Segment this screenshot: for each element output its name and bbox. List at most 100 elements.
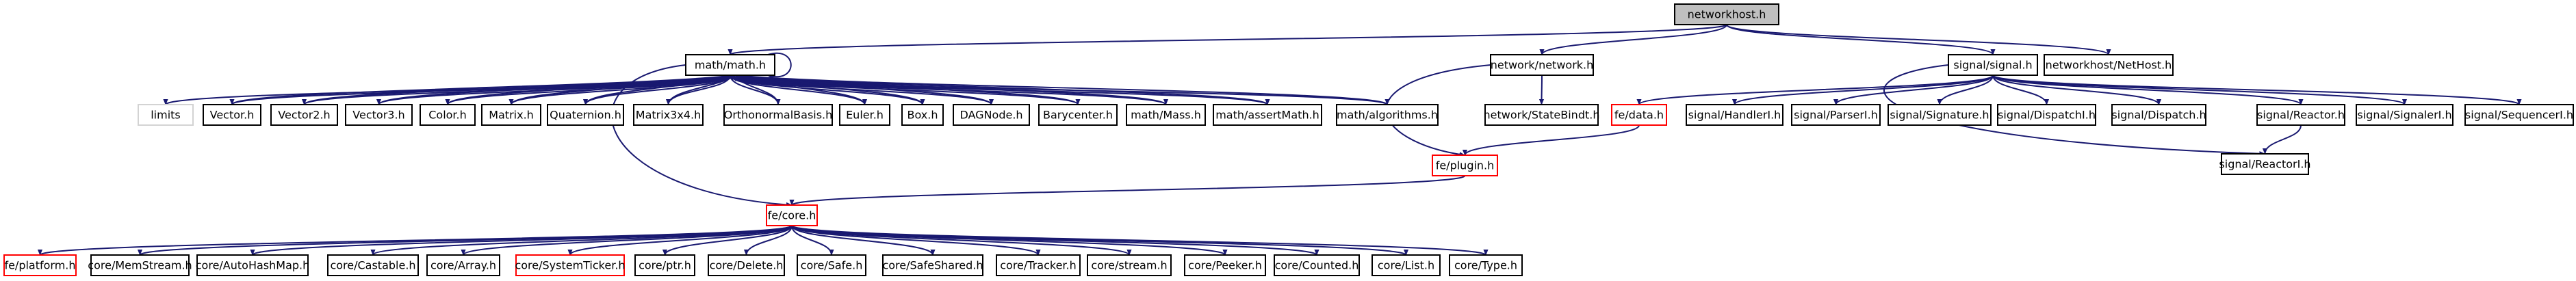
- node-box-list: [1371, 254, 1441, 276]
- edge-signal-to-signalerl: [1992, 75, 2407, 105]
- node-dispatchl[interactable]: signal/DispatchI.h: [1997, 104, 2096, 126]
- node-label-handlerl: signal/HandlerI.h: [1688, 109, 1781, 122]
- edge-signal-to-dispatchl: [1992, 75, 2050, 105]
- edge-fedata-to-feplugin: [1462, 124, 1640, 156]
- node-label-delete: core/Delete.h: [710, 259, 784, 272]
- node-signal[interactable]: signal/signal.h: [1948, 54, 2038, 76]
- edge-color-to-math: [447, 74, 736, 105]
- node-safe[interactable]: core/Safe.h: [797, 254, 866, 276]
- node-signature[interactable]: signal/Signature.h: [1888, 104, 1992, 126]
- node-box[interactable]: Box.h: [901, 104, 944, 126]
- node-euler[interactable]: Euler.h: [839, 104, 890, 126]
- edge-fecore-to-castable: [370, 225, 793, 256]
- edge-signal-to-signature: [1937, 75, 1994, 105]
- node-label-peeker: core/Peeker.h: [1188, 259, 1262, 272]
- edge-layer: [38, 24, 2522, 256]
- edge-matrix3x4-to-math: [667, 75, 736, 105]
- node-fecore[interactable]: fe/core.h: [766, 204, 818, 226]
- edge-fecore-to-safe: [791, 225, 834, 256]
- node-limits[interactable]: limits: [138, 104, 194, 126]
- node-systemticker[interactable]: core/SystemTicker.h: [515, 254, 626, 276]
- node-tracker[interactable]: core/Tracker.h: [996, 254, 1081, 276]
- node-type[interactable]: core/Type.h: [1449, 254, 1523, 276]
- node-matrix[interactable]: Matrix.h: [481, 104, 541, 126]
- node-mathmass[interactable]: math/Mass.h: [1126, 104, 1206, 126]
- node-feplatform[interactable]: fe/platform.h: [3, 254, 77, 276]
- node-array[interactable]: core/Array.h: [426, 254, 500, 276]
- node-handlerl[interactable]: signal/HandlerI.h: [1686, 104, 1783, 126]
- edge-math-to-fecore: [610, 64, 793, 208]
- node-box-memstream: [90, 254, 190, 276]
- edge-feplugin-to-fecore: [789, 175, 1466, 206]
- node-network[interactable]: network/network.h: [1490, 54, 1594, 76]
- edge-barycenter-to-math: [735, 73, 1079, 105]
- node-box-signature: [1888, 104, 1992, 126]
- node-box-matrix: [481, 104, 541, 126]
- edge-fecore-to-safeshared: [791, 225, 936, 256]
- node-box-feplatform: [3, 254, 77, 276]
- node-quaternion[interactable]: Quaternion.h: [547, 104, 624, 126]
- node-ptr[interactable]: core/ptr.h: [634, 254, 695, 276]
- node-box-safeshared: [882, 254, 983, 276]
- node-barycenter[interactable]: Barycenter.h: [1038, 104, 1118, 126]
- edge-dagnode-to-math: [735, 74, 992, 105]
- node-label-orthonormal: OrthonormalBasis.h: [724, 109, 833, 122]
- node-box-matrix3x4: [633, 104, 704, 126]
- node-label-sequencerl: signal/SequencerI.h: [2465, 109, 2573, 122]
- node-label-matrix3x4: Matrix3x4.h: [636, 109, 701, 122]
- node-label-math: math/math.h: [695, 59, 766, 72]
- node-label-barycenter: Barycenter.h: [1043, 109, 1113, 122]
- node-box-parserl: [1791, 104, 1881, 126]
- node-dagnode[interactable]: DAGNode.h: [953, 104, 1030, 126]
- node-label-array: core/Array.h: [430, 259, 496, 272]
- edge-vector3-to-math: [378, 73, 736, 105]
- node-box-mathassert: [1213, 104, 1322, 126]
- node-box-peeker: [1184, 254, 1266, 276]
- node-fedata[interactable]: fe/data.h: [1611, 104, 1667, 126]
- node-box-mathmass: [1126, 104, 1206, 126]
- edge-fecore-to-stream: [791, 225, 1132, 256]
- node-box-box: [901, 104, 944, 126]
- node-box-nethost: [2044, 54, 2174, 76]
- node-color[interactable]: Color.h: [420, 104, 476, 126]
- node-counted[interactable]: core/Counted.h: [1274, 254, 1360, 276]
- node-vector2[interactable]: Vector2.h: [270, 104, 338, 126]
- node-sequencerl[interactable]: signal/SequencerI.h: [2464, 104, 2574, 126]
- node-label-parserl: signal/ParserI.h: [1794, 109, 1878, 122]
- node-parserl[interactable]: signal/ParserI.h: [1791, 104, 1881, 126]
- node-delete[interactable]: core/Delete.h: [708, 254, 785, 276]
- node-vector3[interactable]: Vector3.h: [345, 104, 413, 126]
- node-box-vector2: [270, 104, 338, 126]
- node-safeshared[interactable]: core/SafeShared.h: [882, 254, 983, 276]
- node-matrix3x4[interactable]: Matrix3x4.h: [633, 104, 704, 126]
- node-stream[interactable]: core/stream.h: [1087, 254, 1172, 276]
- node-box-orthonormal: [723, 104, 833, 126]
- node-list[interactable]: core/List.h: [1371, 254, 1441, 276]
- edge-networkhost-to-signal: [1726, 24, 1996, 55]
- node-box-vector: [203, 104, 261, 126]
- node-nethost[interactable]: networkhost/NetHost.h: [2044, 54, 2174, 76]
- node-math[interactable]: math/math.h: [685, 54, 775, 76]
- node-reactorl[interactable]: signal/ReactorI.h: [2219, 153, 2311, 175]
- edge-math-to-math: [767, 52, 792, 79]
- node-reactor[interactable]: signal/Reactor.h: [2256, 104, 2345, 126]
- node-mathalgo[interactable]: math/algorithms.h: [1336, 104, 1439, 126]
- node-memstream[interactable]: core/MemStream.h: [88, 254, 192, 276]
- node-dispatch[interactable]: signal/Dispatch.h: [2111, 104, 2206, 126]
- node-vector[interactable]: Vector.h: [203, 104, 261, 126]
- node-castable[interactable]: core/Castable.h: [327, 254, 419, 276]
- node-label-safeshared: core/SafeShared.h: [882, 259, 983, 272]
- node-label-ptr: core/ptr.h: [639, 259, 691, 272]
- node-box-vector3: [345, 104, 413, 126]
- node-label-safe: core/Safe.h: [801, 259, 863, 272]
- node-feplugin[interactable]: fe/plugin.h: [1432, 155, 1498, 176]
- node-signalerl[interactable]: signal/SignalerI.h: [2356, 104, 2453, 126]
- node-label-networkhost: networkhost.h: [1688, 8, 1766, 21]
- node-orthonormal[interactable]: OrthonormalBasis.h: [723, 104, 833, 126]
- node-label-box: Box.h: [907, 109, 938, 122]
- node-peeker[interactable]: core/Peeker.h: [1184, 254, 1266, 276]
- node-autohashmap[interactable]: core/AutoHashMap.h: [196, 254, 310, 276]
- node-statebindt[interactable]: network/StateBindt.h: [1484, 104, 1600, 126]
- node-box-color: [420, 104, 476, 126]
- node-mathassert[interactable]: math/assertMath.h: [1213, 104, 1322, 126]
